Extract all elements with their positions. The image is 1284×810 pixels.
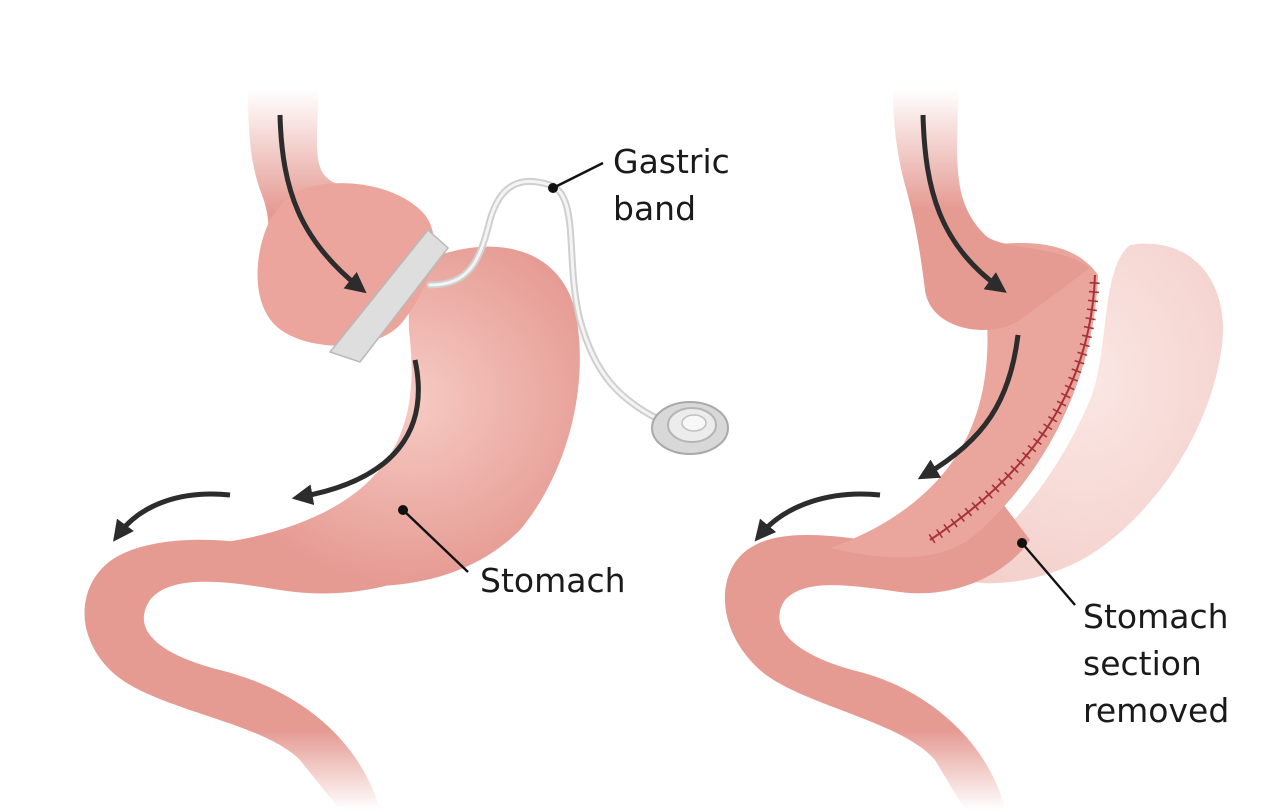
staple-mark — [1027, 444, 1037, 453]
gastric-band-ring — [328, 228, 450, 363]
staple-mark — [1010, 465, 1019, 474]
staple-mark — [1088, 299, 1099, 303]
staple-mark — [1074, 359, 1085, 365]
right-esophagus — [893, 90, 1090, 330]
staple-mark — [1086, 308, 1098, 312]
band-leader-dot — [548, 183, 558, 193]
staple-mark — [1083, 325, 1094, 330]
staple-mark — [1079, 343, 1090, 348]
left-stomach-body — [200, 246, 580, 587]
staple-mark — [957, 513, 965, 523]
staple-mark — [1016, 458, 1025, 467]
staple-mark — [1071, 368, 1082, 374]
left-arrow-esophagus — [277, 114, 367, 294]
staple-mark — [1056, 400, 1067, 407]
staple-mark — [991, 484, 1000, 493]
staple-mark — [1004, 471, 1013, 480]
left-panel-gastric-band — [84, 90, 729, 810]
staple-mark — [950, 518, 958, 528]
staple-mark — [1085, 317, 1096, 321]
staple-mark — [1052, 408, 1062, 415]
stomach-leader-line — [402, 509, 469, 573]
labels: Gastric band Stomach Stomach section rem… — [398, 142, 1229, 730]
right-arrow-duodenum — [754, 491, 881, 542]
right-arrow-sleeve — [917, 334, 1021, 480]
removed-leader-line — [1021, 542, 1076, 606]
label-gastric-band-line2: band — [613, 189, 696, 228]
staple-mark — [1047, 415, 1058, 423]
right-arrow-esophagus — [920, 114, 1007, 293]
staple-mark — [1038, 430, 1048, 438]
staple-mark — [1021, 451, 1031, 460]
staple-mark — [964, 507, 973, 517]
label-removed-line3: removed — [1083, 691, 1229, 730]
staple-mark — [984, 490, 993, 499]
staple-mark — [1077, 351, 1088, 356]
stomach-leader-dot — [398, 505, 408, 515]
staple-mark — [1060, 392, 1071, 399]
label-stomach: Stomach — [480, 561, 626, 600]
staple-mark — [1081, 334, 1092, 339]
staple-mark — [1089, 281, 1100, 285]
staple-mark — [943, 523, 951, 533]
staple-mark — [1068, 376, 1078, 382]
staple-mark — [1088, 290, 1100, 294]
staple-mark — [928, 534, 936, 544]
staple-mark — [936, 528, 944, 539]
staple-mark — [1043, 423, 1053, 431]
staple-mark — [997, 478, 1007, 487]
left-arrow-stomach — [291, 359, 421, 506]
label-removed-line2: section — [1083, 644, 1202, 683]
removed-stomach-section — [945, 243, 1224, 584]
label-removed-line1: Stomach — [1083, 597, 1229, 636]
label-gastric-band-line1: Gastric — [613, 142, 730, 181]
staple-mark — [1064, 384, 1075, 391]
left-arrow-duodenum — [113, 491, 231, 542]
gastric-band-port — [651, 401, 729, 455]
staple-mark — [978, 496, 987, 505]
removed-leader-dot — [1017, 538, 1027, 548]
staple-mark — [971, 501, 980, 511]
band-leader-line — [552, 161, 604, 190]
staple-mark — [1032, 437, 1042, 446]
sleeve-stomach — [830, 242, 1098, 558]
bottom-fade — [0, 730, 1284, 810]
staple-marks — [928, 281, 1100, 544]
